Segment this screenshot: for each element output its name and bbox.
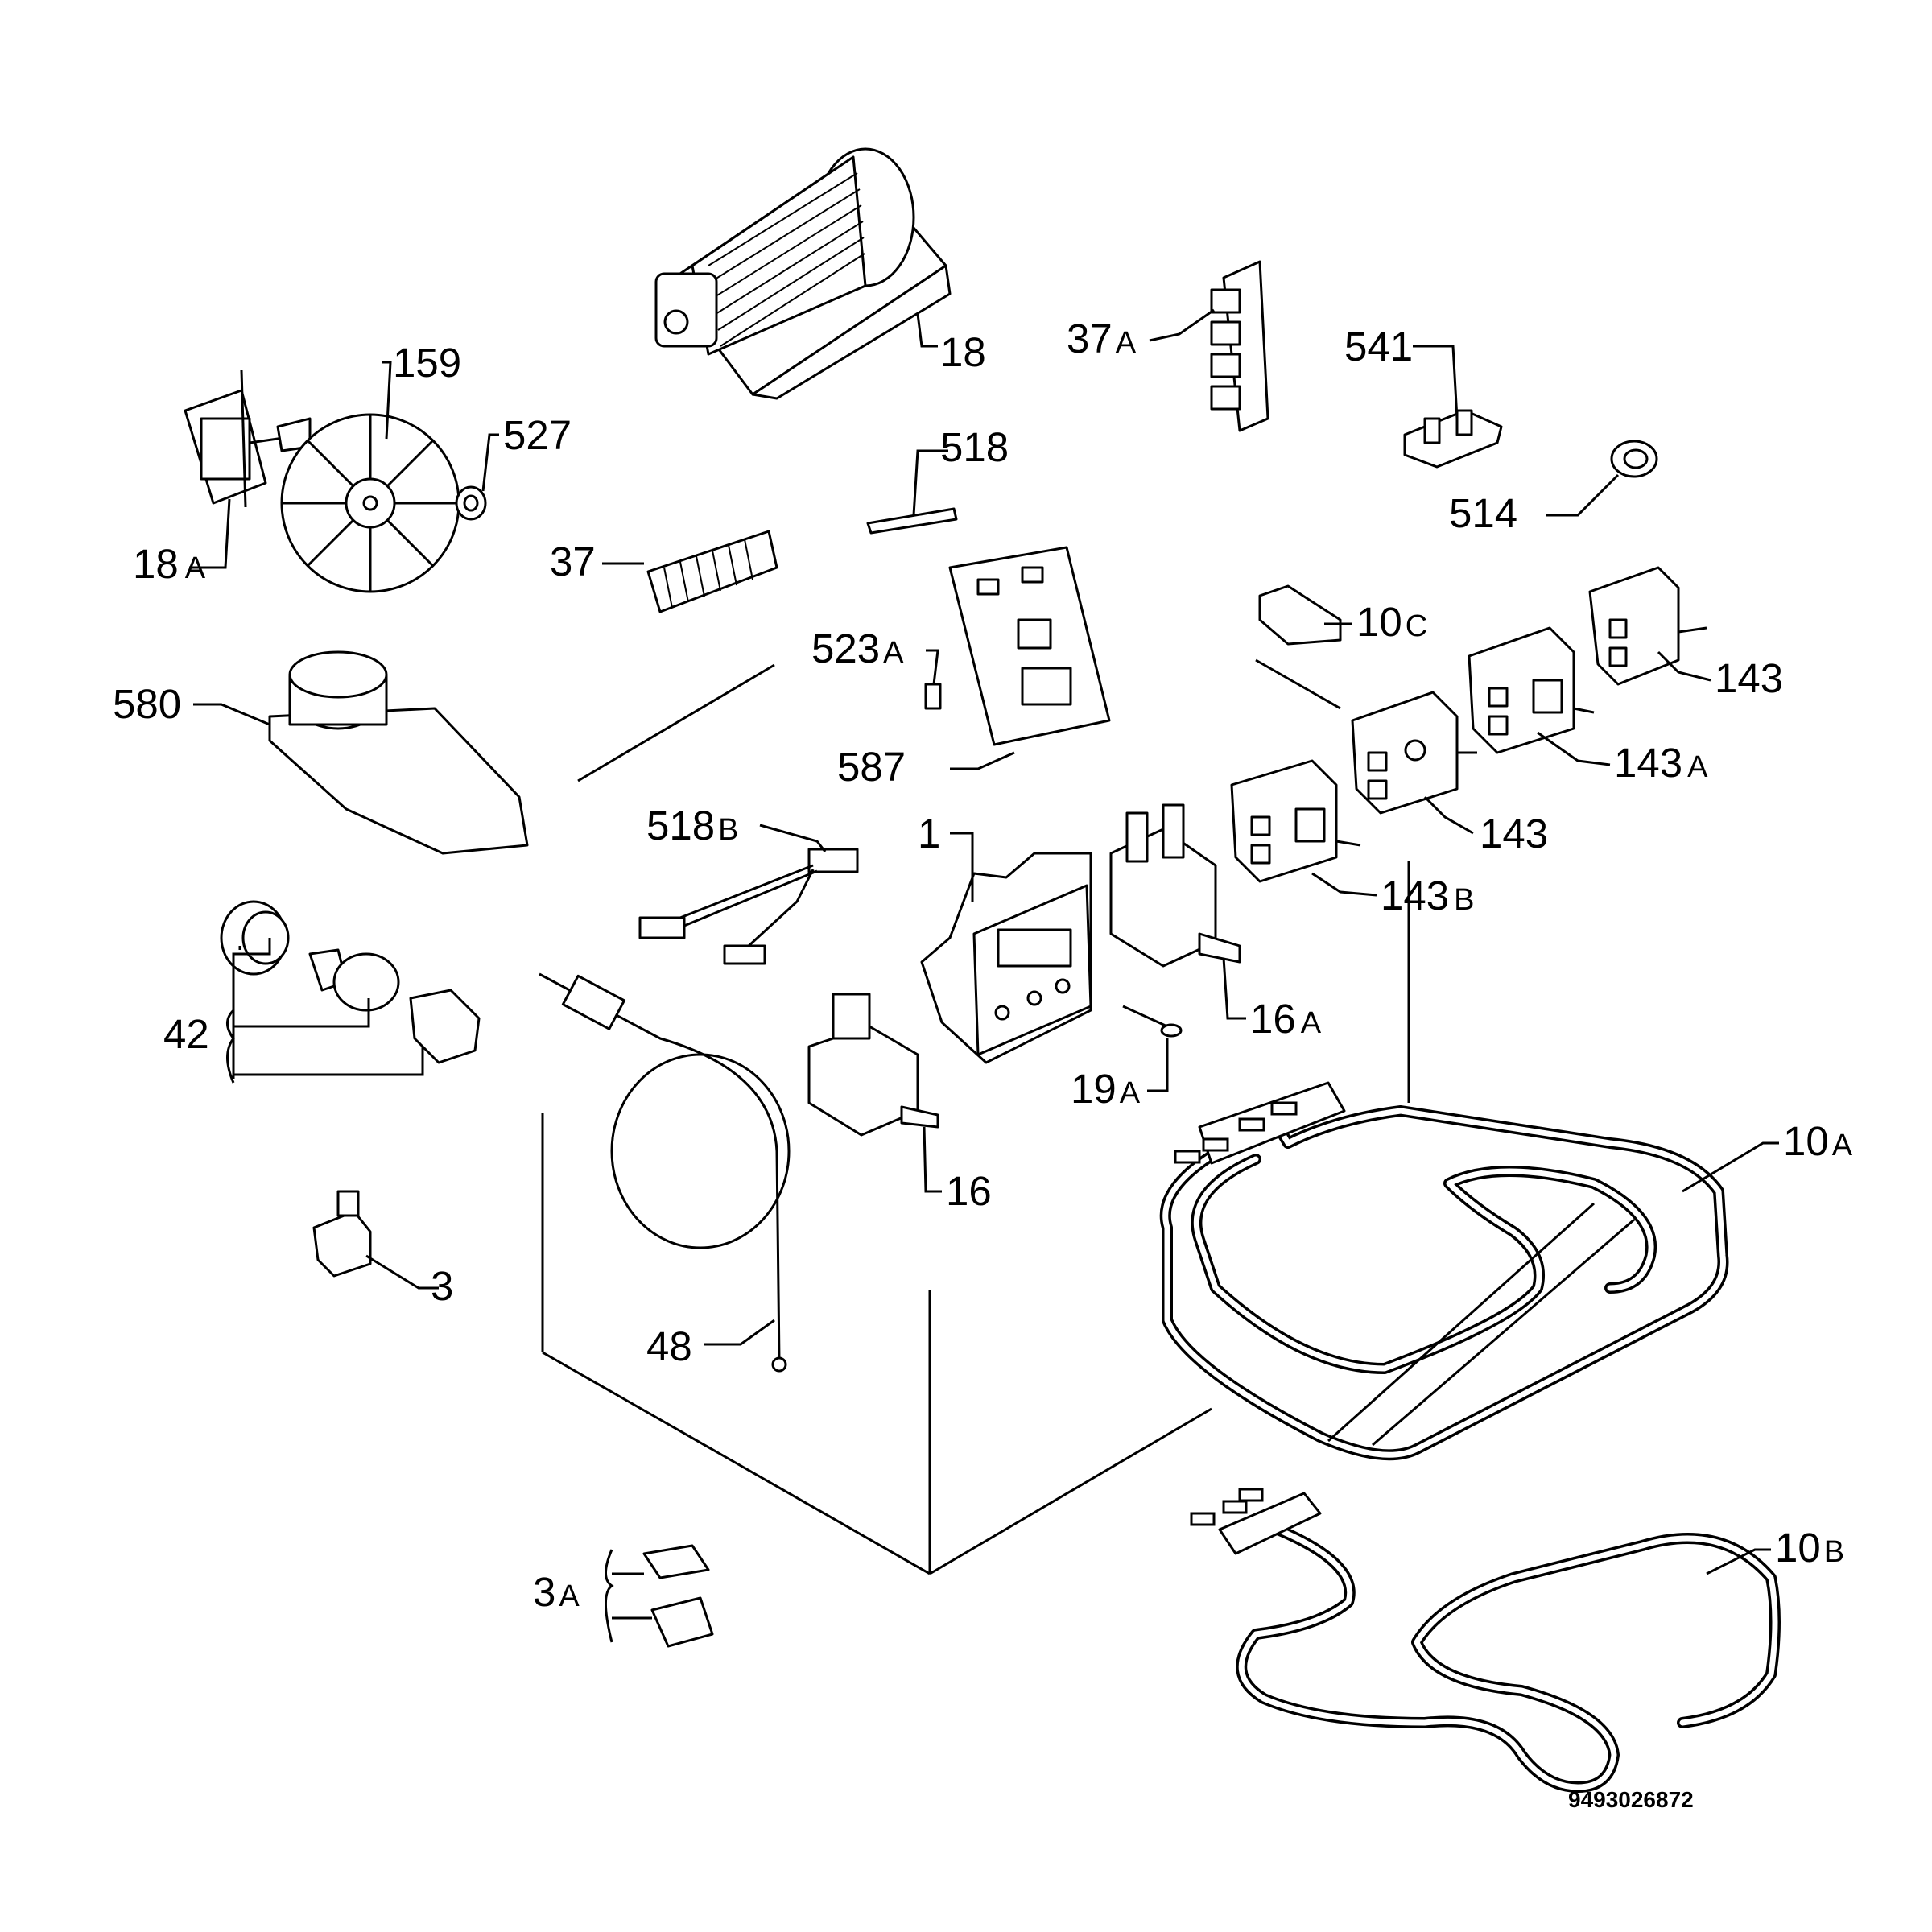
switch-part-143a bbox=[1468, 626, 1595, 754]
label-514: 514 bbox=[1449, 490, 1517, 536]
label-518: 518 bbox=[940, 424, 1009, 470]
reference-number: 9493026872 bbox=[1568, 1787, 1694, 1812]
switch-part-143-mid bbox=[1351, 691, 1477, 815]
door-lock-motor-part-580 bbox=[268, 650, 529, 855]
grill-element-part-10a bbox=[1159, 1081, 1729, 1461]
connector-part-541 bbox=[1403, 409, 1503, 469]
timer-display-part-1 bbox=[920, 852, 1092, 1064]
label-48: 48 bbox=[646, 1323, 692, 1369]
selector-switch-part-16a bbox=[1109, 803, 1241, 968]
label-18: 18 bbox=[940, 329, 986, 375]
leader-lines bbox=[189, 308, 1779, 1575]
switch-part-143b bbox=[1230, 759, 1361, 883]
terminal-strip-part-37a bbox=[1210, 260, 1269, 432]
label-37: 37 bbox=[550, 539, 596, 584]
label-587: 587 bbox=[837, 744, 906, 790]
probe-part-19a bbox=[1122, 1005, 1183, 1038]
thermostat-capillary-part-48 bbox=[539, 972, 791, 1373]
fan-motor-part-18a bbox=[184, 369, 312, 508]
grommet-part-514 bbox=[1610, 440, 1658, 478]
thermal-cutout-part-3a bbox=[605, 1544, 714, 1648]
label-143-mid: 143 bbox=[1480, 811, 1548, 857]
label-580: 580 bbox=[113, 681, 181, 727]
lamp-assembly-part-42 bbox=[220, 900, 481, 1084]
sensor-part-518 bbox=[866, 507, 958, 535]
label-527: 527 bbox=[503, 412, 572, 458]
label-42: 42 bbox=[163, 1011, 209, 1057]
wiring-harness-part-518b bbox=[638, 848, 859, 965]
control-board-part-587 bbox=[948, 546, 1111, 746]
terminal-block-part-37 bbox=[646, 530, 778, 613]
bracket-part-10c bbox=[1258, 584, 1342, 646]
label-1: 1 bbox=[918, 811, 940, 857]
thermal-cutout-part-3 bbox=[312, 1190, 372, 1278]
thermostat-part-16 bbox=[807, 993, 939, 1137]
fan-blade-part-159 bbox=[280, 413, 460, 593]
nut-part-527 bbox=[455, 485, 487, 521]
label-16: 16 bbox=[946, 1168, 992, 1214]
label-143-top: 143 bbox=[1715, 655, 1783, 701]
switch-part-143-top bbox=[1588, 566, 1707, 686]
label-541: 541 bbox=[1344, 324, 1413, 369]
bottom-element-part-10b bbox=[1190, 1488, 1781, 1793]
oven-cabinet-outline bbox=[541, 658, 1410, 1575]
label-159: 159 bbox=[393, 340, 461, 386]
connector-part-523a bbox=[924, 683, 942, 710]
tangential-fan-part-18 bbox=[654, 147, 952, 400]
label-3: 3 bbox=[431, 1263, 453, 1309]
